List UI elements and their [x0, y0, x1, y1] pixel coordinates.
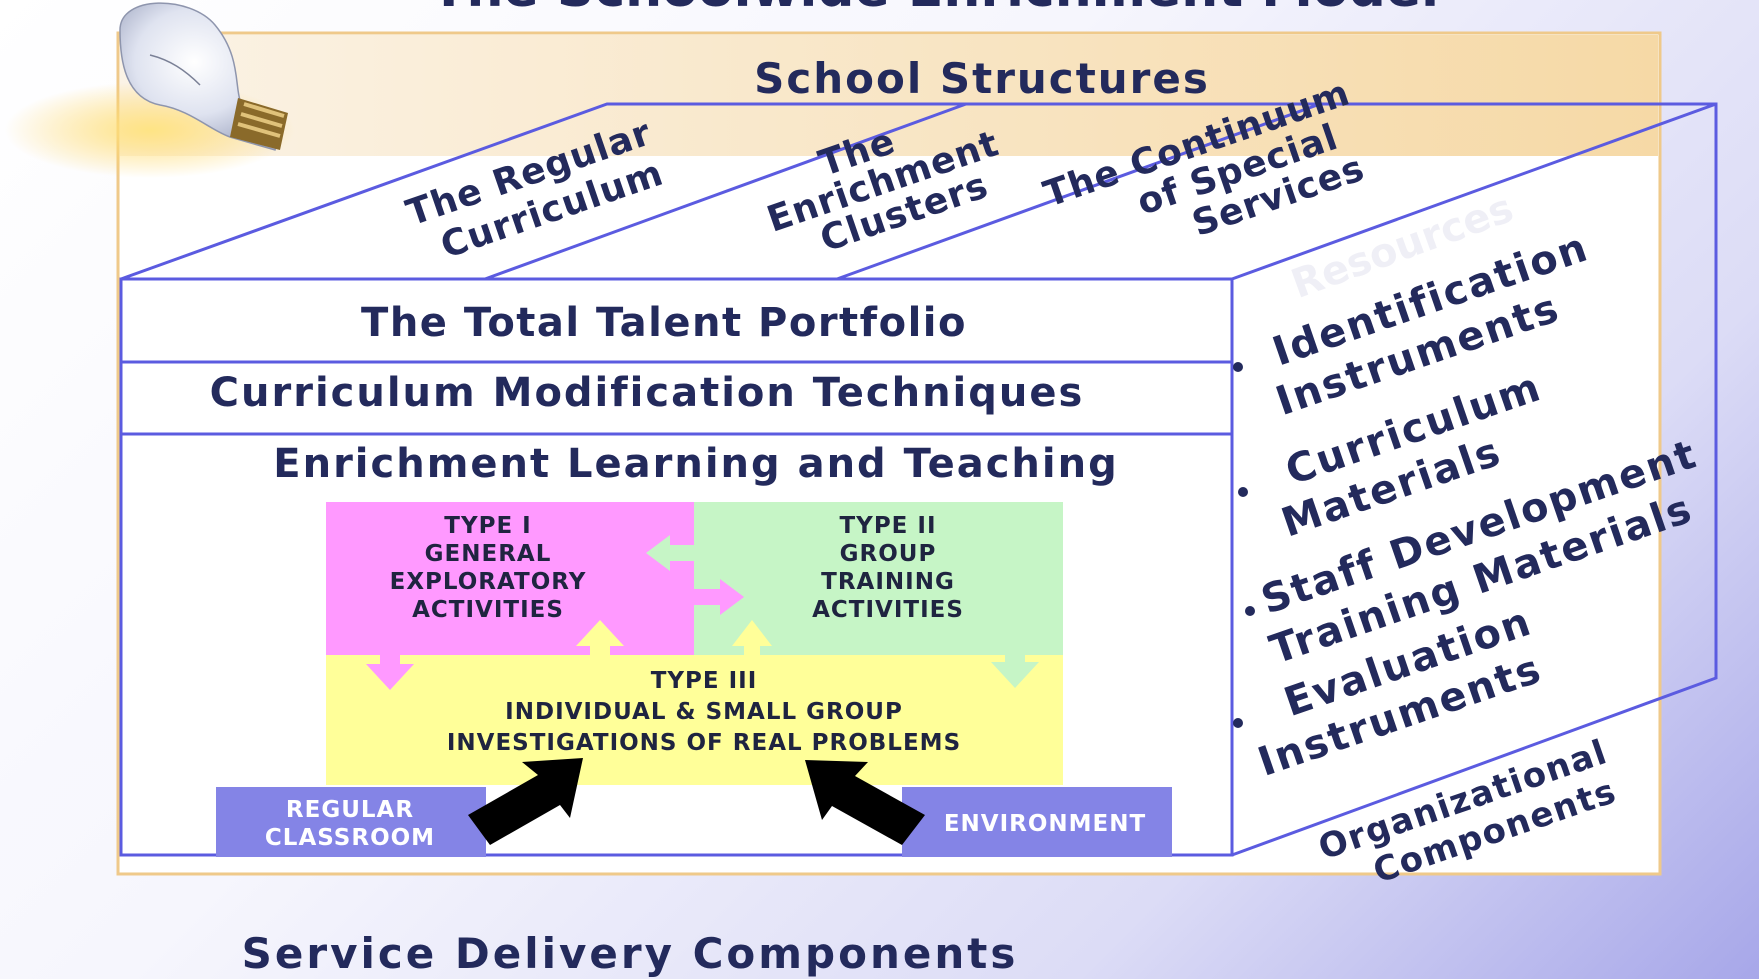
environment-arrow-icon [805, 760, 925, 845]
environment-box [902, 787, 1172, 857]
type2-to-type1-arrow [646, 535, 694, 571]
svg-text:GROUP: GROUP [840, 541, 937, 567]
type3-box [326, 655, 1063, 785]
svg-text:TRAINING: TRAINING [821, 569, 955, 595]
box-outline [119, 102, 1718, 857]
svg-text:ACTIVITIES: ACTIVITIES [812, 597, 964, 623]
classroom-arrow-icon [468, 758, 583, 845]
type1-box [326, 502, 694, 655]
svg-text:TYPE I: TYPE I [444, 513, 531, 539]
type3-to-type1-arrow [576, 620, 624, 660]
bullet-dots [1233, 362, 1255, 728]
school-structures-heading: School Structures [754, 54, 1210, 103]
lightbulb-icon [5, 2, 295, 178]
type3-label: TYPE III INDIVIDUAL & SMALL GROUP INVEST… [447, 668, 961, 756]
header-band [120, 35, 1658, 156]
type1-to-type3-arrow [366, 650, 414, 690]
svg-text:INVESTIGATIONS OF REAL PROBLEM: INVESTIGATIONS OF REAL PROBLEMS [447, 730, 961, 756]
svg-text:EXPLORATORY: EXPLORATORY [390, 569, 587, 595]
type2-to-type3-arrow [991, 648, 1039, 688]
enrichment-learning-teaching: Enrichment Learning and Teaching [273, 441, 1118, 487]
type2-label: TYPE II GROUP TRAINING ACTIVITIES [812, 513, 964, 623]
total-talent-portfolio: The Total Talent Portfolio [361, 300, 967, 346]
svg-text:GENERAL: GENERAL [425, 541, 552, 567]
regular-classroom-box [216, 787, 486, 857]
curriculum-modification-techniques: Curriculum Modification Techniques [210, 370, 1085, 416]
environment-label: ENVIRONMENT [944, 811, 1146, 837]
regular-classroom-label-1: REGULAR [286, 797, 414, 823]
svg-text:TYPE II: TYPE II [839, 513, 936, 539]
service-delivery-footer: Service Delivery Components [242, 929, 1019, 978]
type1-to-type2-arrow [694, 579, 744, 615]
regular-classroom-label-2: CLASSROOM [265, 825, 435, 851]
svg-text:ACTIVITIES: ACTIVITIES [412, 597, 564, 623]
page-title: The Schoolwide Enrichment Model [431, 0, 1439, 19]
type3-to-type2-arrow [732, 620, 772, 660]
svg-text:INDIVIDUAL & SMALL GROUP: INDIVIDUAL & SMALL GROUP [505, 699, 903, 725]
svg-text:TYPE III: TYPE III [651, 668, 758, 694]
type1-label: TYPE I GENERAL EXPLORATORY ACTIVITIES [390, 513, 587, 623]
